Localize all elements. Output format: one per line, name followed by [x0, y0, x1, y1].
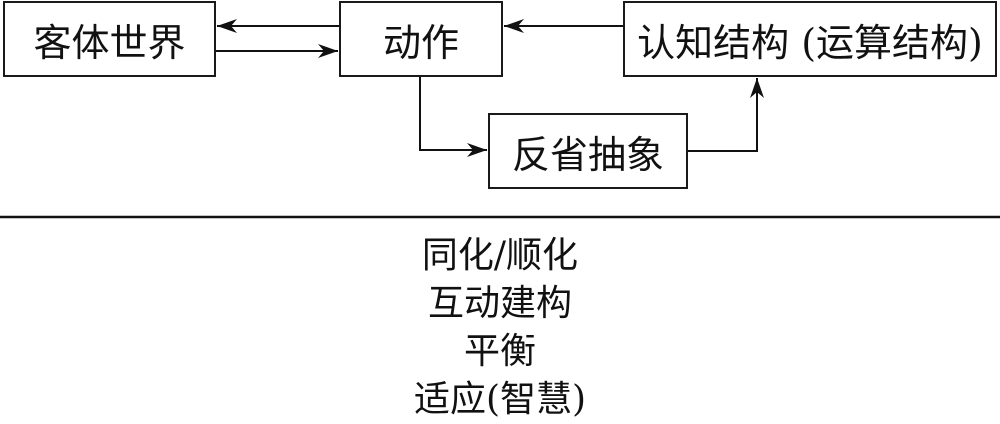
node-object-world: 客体世界 [3, 1, 216, 77]
arrow-reflective-to-cognitive [688, 78, 764, 152]
node-cognitive-structure: 认知结构 (运算结构) [623, 1, 997, 77]
node-action: 动作 [339, 1, 503, 77]
concept-item: 同化/顺化 [421, 235, 579, 276]
concept-list: 同化/顺化 互动建构 平衡 适应(智慧) [0, 232, 1000, 424]
connector-layer [0, 19, 1000, 219]
arrow-action-to-reflective [419, 77, 487, 157]
concept-item: 适应(智慧) [413, 379, 587, 420]
node-label: 反省抽象 [511, 132, 664, 177]
node-reflective-abstraction: 反省抽象 [488, 113, 688, 189]
concept-item: 平衡 [463, 331, 536, 372]
node-label: 认知结构 (运算结构) [637, 20, 983, 65]
node-label: 客体世界 [33, 20, 186, 65]
node-label: 动作 [382, 20, 459, 65]
concept-item: 互动建构 [427, 283, 572, 324]
